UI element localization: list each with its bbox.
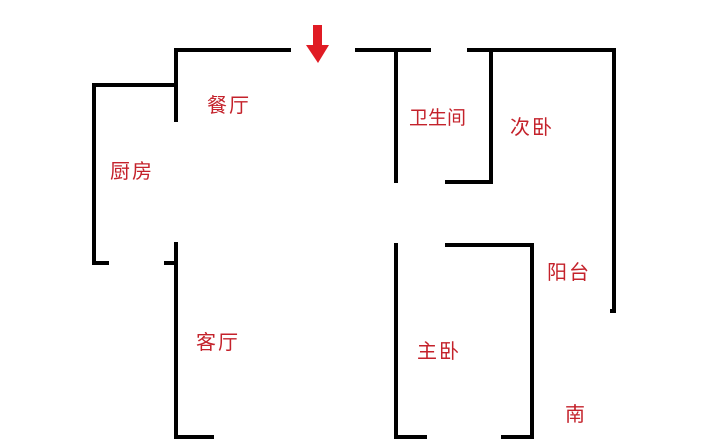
- wall-kitchen: [92, 83, 178, 265]
- wall-master-right: [445, 243, 534, 439]
- room-label-living-room: 客厅: [196, 330, 240, 354]
- room-label-dining: 餐厅: [207, 93, 251, 117]
- room-label-balcony: 阳台: [547, 260, 591, 284]
- wall-top-left: [174, 48, 291, 122]
- wall-master-left: [394, 243, 427, 439]
- wall-top-right: [467, 48, 616, 313]
- room-label-kitchen: 厨房: [110, 159, 154, 183]
- wall-bathroom-bottom: [445, 48, 493, 184]
- wall-living-left: [174, 242, 214, 439]
- room-label-master-bedroom: 主卧: [417, 339, 461, 363]
- room-label-second-bedroom: 次卧: [510, 115, 554, 139]
- orientation-label-south: 南: [565, 402, 587, 426]
- room-label-bathroom: 卫生间: [409, 107, 467, 129]
